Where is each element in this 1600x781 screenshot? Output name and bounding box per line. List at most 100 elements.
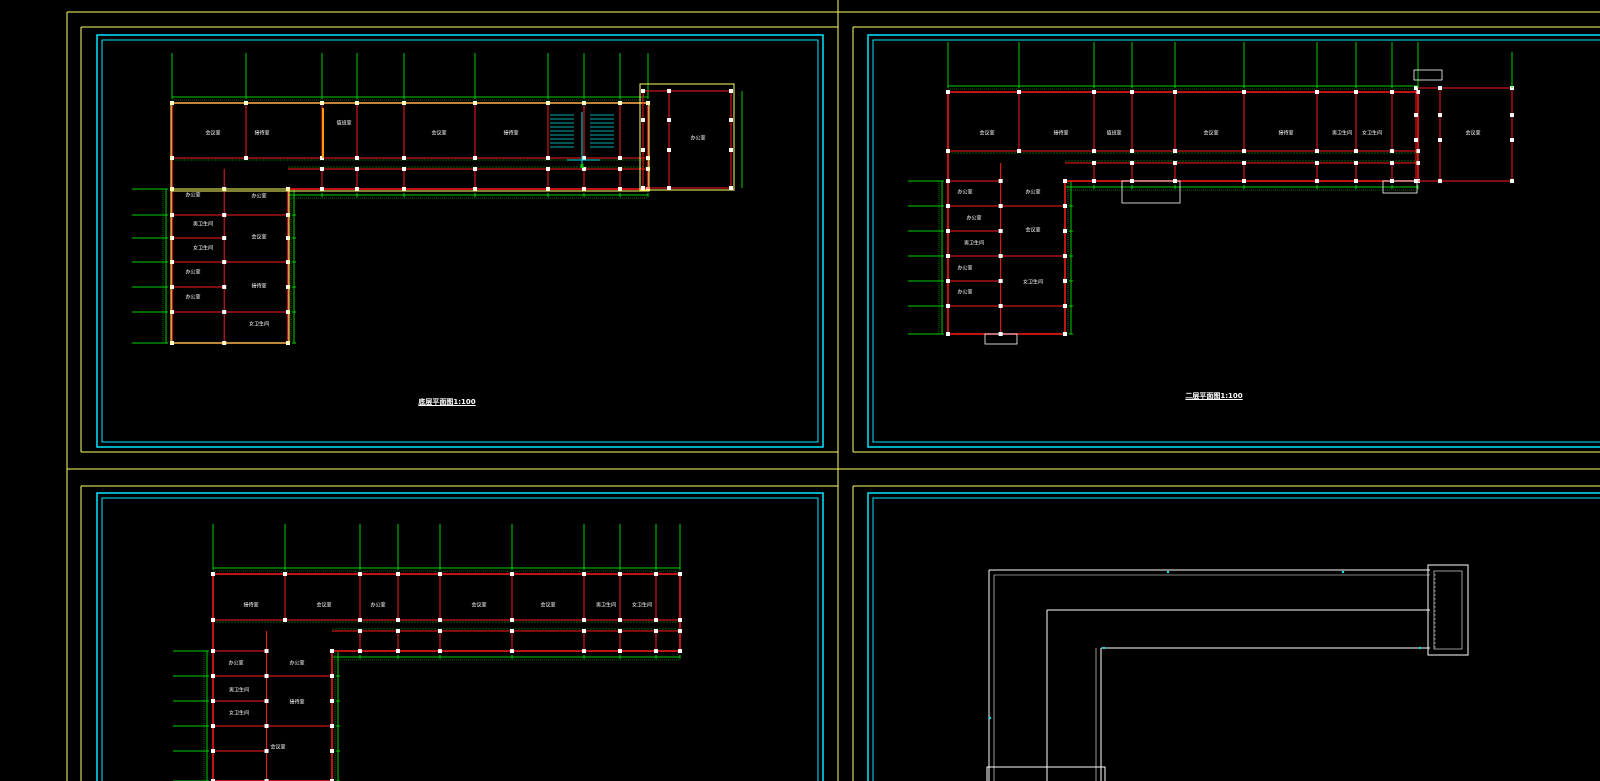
room-label: 女卫生间	[228, 710, 250, 717]
column	[729, 118, 733, 122]
column	[1092, 90, 1096, 94]
balcony	[1121, 180, 1181, 204]
column	[654, 618, 658, 622]
column	[1130, 90, 1134, 94]
column	[330, 749, 334, 753]
room-label: 办公室	[957, 289, 973, 296]
column	[1354, 149, 1358, 153]
column	[618, 618, 622, 622]
room-label: 会议室	[1203, 130, 1219, 137]
column	[1315, 149, 1319, 153]
column	[396, 572, 400, 576]
column	[264, 699, 269, 703]
column	[286, 310, 290, 314]
column	[510, 618, 514, 622]
column	[1510, 113, 1514, 117]
column	[946, 149, 950, 153]
room-label: 女卫生间	[192, 245, 214, 252]
column	[546, 187, 550, 191]
room-label: 办公室	[185, 192, 201, 199]
column	[438, 618, 442, 622]
room-label: 办公室	[690, 135, 706, 142]
column	[1354, 179, 1358, 183]
balcony	[1382, 180, 1418, 194]
plan-outline	[170, 188, 290, 344]
column	[170, 213, 174, 217]
room-label: 男卫生间	[228, 687, 250, 694]
sheet-title-floor2: 二层平面图1:100	[1185, 392, 1243, 400]
wall	[1415, 87, 1513, 182]
column	[438, 629, 442, 633]
column	[355, 156, 359, 160]
room-label: 接待室	[1278, 130, 1294, 137]
column	[998, 304, 1003, 308]
column	[286, 260, 290, 264]
column	[582, 629, 586, 633]
room-label: 接待室	[243, 602, 259, 609]
column	[1063, 254, 1067, 258]
drain-point	[1102, 646, 1106, 650]
column	[1354, 161, 1358, 165]
column	[1017, 149, 1021, 153]
drawing-frame-outer	[96, 34, 824, 448]
column	[1438, 179, 1442, 183]
column	[330, 649, 334, 653]
column	[946, 254, 950, 258]
column	[646, 187, 650, 191]
room-label: 办公室	[966, 215, 982, 222]
column	[1416, 161, 1420, 165]
column	[1414, 113, 1418, 117]
column	[678, 572, 682, 576]
drawing-frame-outer	[867, 34, 1600, 448]
sheet-floor1-plan[interactable]	[96, 34, 824, 448]
room-label: 接待室	[289, 699, 305, 706]
room-label: 接待室	[254, 130, 270, 137]
column	[641, 118, 645, 122]
column	[358, 649, 362, 653]
column	[667, 118, 671, 122]
column	[222, 236, 227, 240]
column	[264, 724, 269, 728]
column	[358, 572, 362, 576]
column	[211, 618, 215, 622]
room-label: 办公室	[185, 294, 201, 301]
column	[1390, 90, 1394, 94]
column	[283, 572, 287, 576]
sheet-floor2-plan[interactable]	[867, 34, 1600, 448]
column	[546, 167, 550, 171]
column	[473, 187, 477, 191]
room-label: 办公室	[957, 189, 973, 196]
column	[320, 167, 324, 171]
column	[222, 260, 227, 264]
column	[320, 187, 324, 191]
column	[211, 674, 215, 678]
column	[358, 618, 362, 622]
column	[402, 167, 406, 171]
sheet-roof-plan[interactable]	[867, 492, 1600, 781]
column	[618, 629, 622, 633]
column	[438, 649, 442, 653]
column	[1063, 304, 1067, 308]
column	[582, 618, 586, 622]
column	[402, 187, 406, 191]
column	[654, 572, 658, 576]
column	[1242, 179, 1246, 183]
column	[1438, 86, 1442, 90]
room-label: 办公室	[370, 602, 386, 609]
column	[1173, 161, 1177, 165]
column	[264, 674, 269, 678]
roof-tower	[1427, 564, 1469, 656]
room-label: 男卫生间	[1331, 130, 1353, 137]
column	[264, 649, 269, 653]
plan-outline	[170, 102, 650, 192]
column	[646, 156, 650, 160]
column	[946, 179, 950, 183]
column	[1092, 179, 1096, 183]
room-label: 接待室	[503, 130, 519, 137]
column	[286, 236, 290, 240]
column	[211, 749, 215, 753]
column	[396, 649, 400, 653]
sheet-floor3-plan[interactable]	[96, 492, 824, 781]
room-label: 值班室	[1106, 130, 1122, 137]
